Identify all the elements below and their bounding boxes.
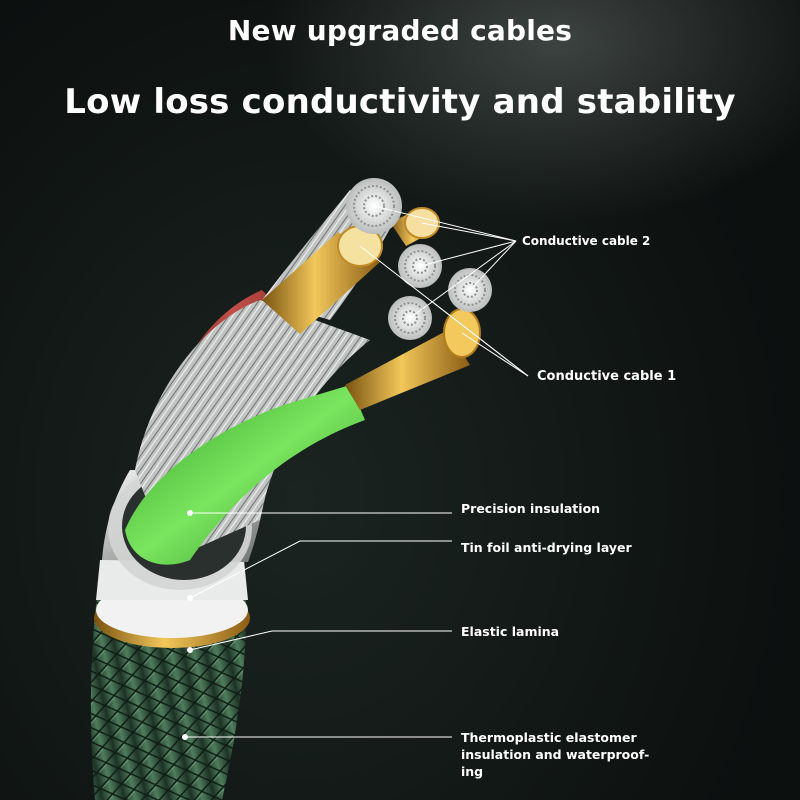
label-elastic-lamina: Elastic lamina (461, 624, 560, 639)
callout-lines-conductive-2 (373, 205, 517, 319)
label-tin-foil: Tin foil anti-drying layer (461, 540, 632, 555)
label-precision-insulation: Precision insulation (461, 501, 601, 516)
label-tpe-line-3: ing (461, 764, 484, 779)
label-tpe-line-1: Thermoplastic elastomer (461, 730, 637, 745)
callout-lines-conductive-1 (359, 245, 529, 377)
label-thermoplastic-elastomer: Thermoplastic elastomer insulation and w… (461, 729, 649, 780)
page-title: Low loss conductivity and stability (64, 82, 736, 122)
callout-line-tin (189, 540, 452, 599)
label-conductive-cable-1: Conductive cable 1 (537, 369, 677, 384)
green-insulation (125, 385, 365, 565)
gold-core-right (345, 330, 470, 410)
subtitle: New upgraded cables (227, 14, 573, 47)
callout-line-elastic (189, 630, 452, 651)
label-tpe-line-2: insulation and waterproof- (461, 747, 650, 762)
label-conductive-cable-2: Conductive cable 2 (522, 234, 651, 248)
